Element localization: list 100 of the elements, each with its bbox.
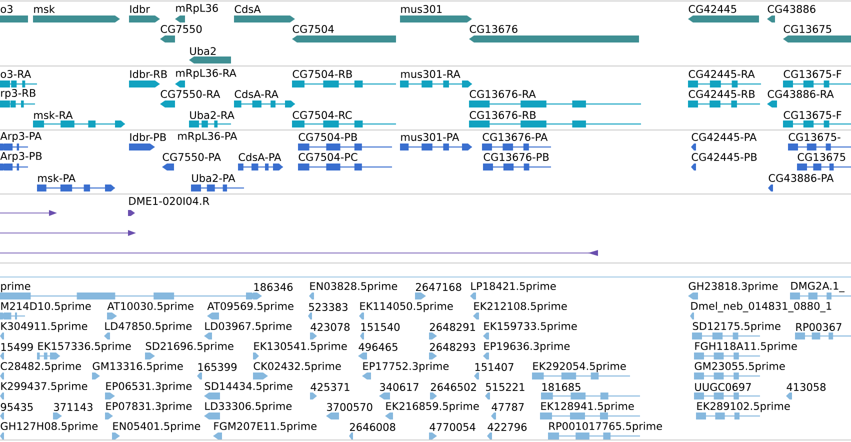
feature-label: 496465 bbox=[358, 343, 398, 351]
feature-label: CG13675-F bbox=[784, 111, 842, 119]
feature-label: EK212108.5prime bbox=[474, 302, 567, 312]
feature-label: DME1-020I04.R bbox=[129, 197, 210, 205]
feature-label: o3-RA bbox=[0, 70, 32, 78]
feature-label: 47787 bbox=[492, 403, 524, 411]
feature-label: EP19636.3prime bbox=[484, 342, 570, 352]
feature-label: Idbr bbox=[130, 4, 150, 14]
feature-label: EK292054.5prime bbox=[533, 362, 626, 372]
feature-label: K304911.5prime bbox=[1, 322, 88, 332]
feature-label: msk-PA bbox=[38, 174, 76, 182]
feature-label: CG43886 bbox=[768, 5, 816, 13]
feature-label: EK157336.5prime bbox=[38, 342, 131, 352]
feature-label: EN03828.5prime bbox=[310, 282, 398, 292]
feature-label: mus301-RA bbox=[401, 70, 460, 78]
feature-label: CG7504-PB bbox=[298, 133, 357, 141]
feature-label: Arp3-PA bbox=[0, 132, 42, 142]
feature-label: CG13675 bbox=[798, 153, 846, 161]
feature-label: 423078 bbox=[310, 323, 350, 331]
feature-label: CG13676 bbox=[470, 25, 518, 33]
feature-label: Uba2-PA bbox=[192, 174, 236, 182]
feature-label: 165399 bbox=[198, 363, 237, 371]
feature-label: GM13316.5prime bbox=[92, 362, 183, 372]
feature-label: rp3-RB bbox=[1, 89, 36, 99]
feature-label: 2648293 bbox=[430, 343, 476, 351]
feature-label: 151540 bbox=[361, 323, 400, 331]
feature-label: 15499 bbox=[1, 343, 33, 351]
feature-label: 2647168 bbox=[416, 283, 462, 291]
feature-label: FGM207E11.5prime bbox=[214, 422, 316, 432]
feature-label: LD33306.5prime bbox=[205, 402, 292, 412]
feature-label: 4770054 bbox=[430, 423, 476, 431]
feature-label: AT09569.5prime bbox=[207, 302, 294, 312]
feature-label: mRpL36-PA bbox=[178, 132, 238, 142]
feature-label: CG42445-RA bbox=[688, 70, 755, 78]
feature-label: 422796 bbox=[488, 423, 527, 431]
feature-label: EK130541.5prime bbox=[254, 342, 347, 352]
feature-label: Uba2 bbox=[190, 46, 216, 56]
feature-label: 2646008 bbox=[350, 423, 396, 431]
feature-label: EK289102.5prime bbox=[697, 402, 790, 412]
feature-label: EP07831.3prime bbox=[106, 402, 192, 412]
feature-label: GM23055.5prime bbox=[694, 362, 785, 372]
feature-label: CG13676-PB bbox=[484, 153, 549, 161]
feature-label: mRpL36 bbox=[176, 4, 218, 14]
feature-label: Arp3-PB bbox=[0, 152, 42, 162]
feature-label: LP18421.5prime bbox=[471, 282, 556, 292]
feature-label: SD12175.5prime bbox=[692, 322, 780, 332]
feature-label: CdsA-RA bbox=[234, 90, 278, 98]
feature-label: 95435 bbox=[0, 403, 33, 411]
feature-label: Idbr-PB bbox=[130, 132, 166, 142]
feature-label: 181685 bbox=[542, 383, 580, 391]
feature-label: RP001017765.5prime bbox=[549, 422, 662, 432]
feature-label: 413058 bbox=[786, 383, 826, 391]
feature-label: CG43886-RA bbox=[768, 90, 834, 98]
feature-label: AT10030.5prime bbox=[107, 302, 194, 312]
feature-label: SD21696.5prime bbox=[146, 342, 234, 352]
feature-label: mRpL36-RA bbox=[176, 69, 236, 79]
feature-label: CG42445 bbox=[688, 5, 736, 13]
feature-label: Dmel_neb_014831_0880_1 bbox=[691, 302, 832, 312]
feature-label: CdsA-PA bbox=[238, 152, 282, 162]
feature-label: CG7504-RB bbox=[292, 70, 352, 78]
feature-label: 2646502 bbox=[430, 383, 476, 391]
feature-label: DMG2A.1_ bbox=[791, 282, 845, 292]
feature-label: 151407 bbox=[475, 363, 514, 371]
feature-label: 515221 bbox=[486, 383, 524, 391]
feature-label: CG13676-RA bbox=[470, 90, 536, 98]
feature-label: GH127H08.5prime bbox=[0, 422, 98, 432]
feature-label: 186346 bbox=[254, 283, 293, 291]
feature-label: C28482.5prime bbox=[0, 362, 81, 372]
feature-label: CG7550-RA bbox=[160, 90, 220, 98]
feature-label: CG7550-PA bbox=[162, 153, 221, 161]
feature-label: mus301-PA bbox=[401, 133, 460, 141]
feature-label: prime bbox=[1, 282, 30, 292]
feature-label: CG13675 bbox=[784, 25, 832, 33]
feature-label: CG43886-PA bbox=[768, 174, 834, 182]
feature-label: CK02432.5prime bbox=[254, 362, 341, 372]
feature-label: EK114050.5prime bbox=[360, 302, 453, 312]
feature-label: Uba2-RA bbox=[190, 110, 234, 120]
feature-label: 2648291 bbox=[430, 323, 475, 331]
feature-label: EK159733.5prime bbox=[484, 322, 577, 332]
feature-label: CG7550 bbox=[160, 25, 202, 33]
feature-label: CdsA bbox=[234, 4, 261, 14]
feature-label: CG7504-PC bbox=[298, 153, 358, 161]
feature-label: EK128941.5prime bbox=[541, 402, 634, 412]
feature-label: 425371 bbox=[310, 383, 350, 391]
feature-label: 523383 bbox=[309, 303, 348, 311]
feature-label: 3700570 bbox=[327, 403, 372, 411]
feature-label: CG13675- bbox=[788, 133, 840, 141]
feature-label: CG13676-PA bbox=[482, 133, 548, 141]
feature-label: o3 bbox=[0, 5, 12, 13]
feature-label: FGH118A11.5prime bbox=[695, 342, 797, 352]
feature-label: msk-RA bbox=[34, 110, 73, 120]
feature-label: EP17752.3prime bbox=[363, 362, 449, 372]
feature-label: EN05401.5prime bbox=[113, 422, 200, 432]
feature-label: SD14434.5prime bbox=[204, 382, 292, 392]
feature-label: mus301 bbox=[401, 5, 442, 13]
feature-label: 371143 bbox=[54, 403, 92, 411]
feature-label: UUGC0697 bbox=[695, 383, 751, 391]
feature-label: Idbr-RB bbox=[130, 70, 167, 78]
feature-label: GH23818.3prime bbox=[688, 282, 778, 292]
feature-label: CG7504 bbox=[292, 25, 334, 33]
